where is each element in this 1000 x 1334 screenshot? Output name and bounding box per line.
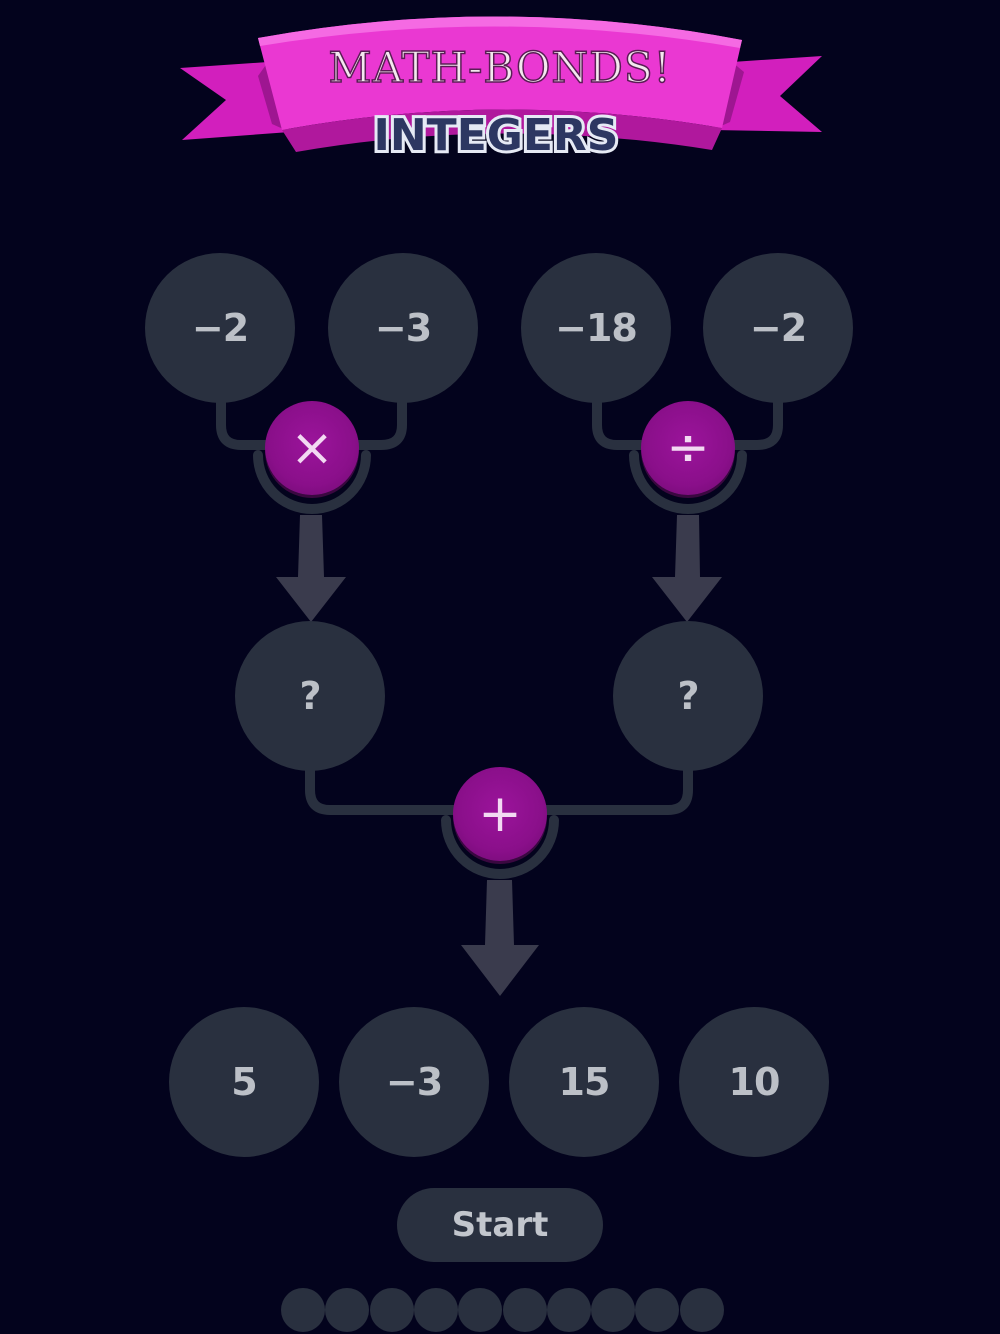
progress-dot <box>458 1288 502 1332</box>
progress-dot <box>547 1288 591 1332</box>
arrow-down-right-icon <box>652 515 722 622</box>
banner-main <box>258 16 742 130</box>
top-number-4: −2 <box>703 253 853 403</box>
arrow-down-bottom-icon <box>461 880 539 996</box>
answer-option-1-value: 5 <box>231 1060 257 1104</box>
banner-subtitle-text: INTEGERS <box>373 110 618 161</box>
answer-option-2-value: −3 <box>385 1060 443 1104</box>
answer-option-3-value: 15 <box>558 1060 611 1104</box>
intermediate-right-placeholder: ? <box>677 674 699 718</box>
banner-title-text: MATH-BONDS! <box>328 43 671 92</box>
divide-operator-icon: ÷ <box>641 401 735 495</box>
plus-symbol: + <box>478 784 522 844</box>
progress-dot <box>370 1288 414 1332</box>
answer-option-2[interactable]: −3 <box>339 1007 489 1157</box>
intermediate-result-left[interactable]: ? <box>235 621 385 771</box>
answer-option-3[interactable]: 15 <box>509 1007 659 1157</box>
progress-dot <box>503 1288 547 1332</box>
progress-dot <box>325 1288 369 1332</box>
multiply-symbol: × <box>290 418 334 478</box>
banner-right-tail <box>712 56 822 132</box>
top-number-1: −2 <box>145 253 295 403</box>
top-number-1-value: −2 <box>191 306 249 350</box>
answer-option-4[interactable]: 10 <box>679 1007 829 1157</box>
answer-option-4-value: 10 <box>728 1060 781 1104</box>
top-number-2: −3 <box>328 253 478 403</box>
intermediate-left-placeholder: ? <box>299 674 321 718</box>
progress-dot <box>680 1288 724 1332</box>
progress-dot <box>414 1288 458 1332</box>
divide-symbol: ÷ <box>666 418 710 478</box>
top-number-3: −18 <box>521 253 671 403</box>
banner-left-tail <box>180 62 290 140</box>
top-number-4-value: −2 <box>749 306 807 350</box>
top-number-2-value: −3 <box>374 306 432 350</box>
progress-dot <box>635 1288 679 1332</box>
progress-dot <box>281 1288 325 1332</box>
progress-dot <box>591 1288 635 1332</box>
start-button[interactable]: Start <box>397 1188 603 1262</box>
top-number-3-value: −18 <box>555 306 638 350</box>
intermediate-result-right[interactable]: ? <box>613 621 763 771</box>
answer-option-1[interactable]: 5 <box>169 1007 319 1157</box>
plus-operator-icon: + <box>453 767 547 861</box>
multiply-operator-icon: × <box>265 401 359 495</box>
arrow-down-left-icon <box>276 515 346 622</box>
